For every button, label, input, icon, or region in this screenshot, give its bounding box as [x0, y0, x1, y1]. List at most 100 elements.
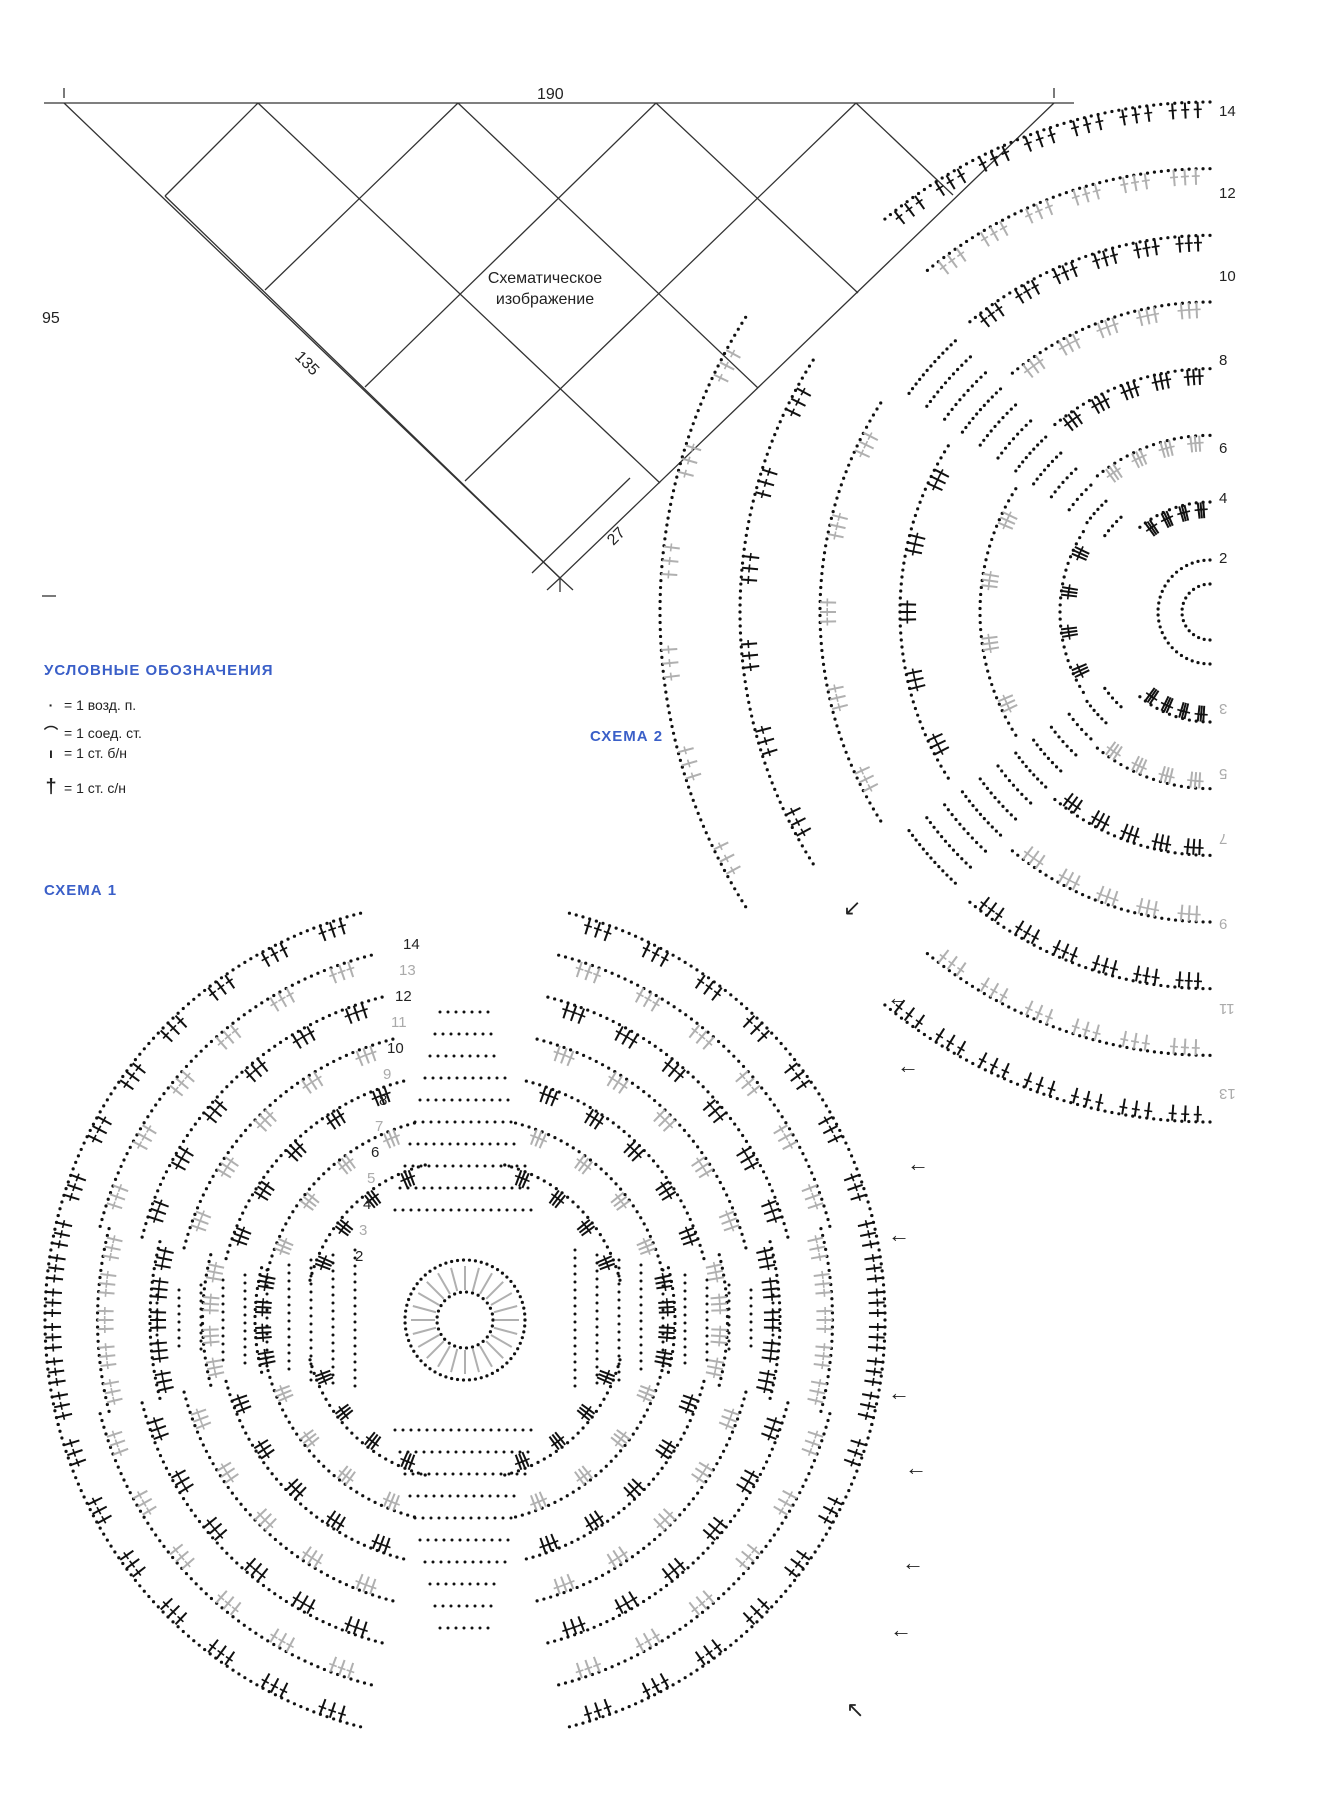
chain-stitch	[312, 1454, 316, 1458]
chain-stitch	[873, 1409, 877, 1413]
chain-stitch	[471, 1560, 475, 1564]
chain-stitch	[671, 1293, 676, 1298]
chain-stitch	[502, 1450, 506, 1454]
stitch-bar	[642, 946, 651, 952]
chain-stitch	[331, 1325, 335, 1329]
chain-stitch	[691, 1412, 695, 1416]
chain-stitch	[344, 1583, 349, 1587]
chain-stitch	[287, 1295, 291, 1299]
chain-stitch	[349, 1150, 353, 1154]
stitch-bar	[787, 1491, 794, 1499]
stitch-bar	[770, 1424, 775, 1433]
chain-stitch	[605, 1620, 609, 1624]
chain-stitch	[138, 1052, 142, 1056]
chain-stitch	[1119, 313, 1124, 317]
double-crochet-stitch	[566, 1050, 575, 1067]
chain-stitch	[113, 1550, 117, 1554]
stitch-bar	[644, 996, 652, 1002]
stitch-bar	[1071, 195, 1080, 200]
chain-stitch	[760, 1086, 764, 1090]
chain-stitch	[244, 1205, 248, 1209]
double-crochet-stitch	[253, 1190, 269, 1201]
chain-stitch	[588, 1580, 592, 1584]
chain-stitch	[675, 475, 679, 479]
chain-stitch	[976, 232, 980, 236]
stitch-bar	[1052, 273, 1061, 279]
stitch-bar	[769, 1354, 772, 1363]
chain-stitch	[138, 1509, 143, 1513]
chain-stitch	[1208, 500, 1212, 504]
chain-stitch	[198, 1199, 202, 1204]
chain-stitch	[266, 1170, 270, 1174]
chain-stitch	[239, 1134, 243, 1138]
chain-stitch	[199, 1299, 203, 1303]
chain-stitch	[331, 1349, 335, 1353]
chain-stitch	[523, 1324, 527, 1328]
chain-stitch	[116, 1171, 120, 1175]
chain-stitch	[582, 1102, 586, 1106]
chain-stitch	[705, 1334, 709, 1338]
chain-stitch	[939, 385, 944, 389]
chain-stitch	[716, 856, 720, 860]
chain-stitch	[1173, 235, 1177, 239]
chain-stitch	[819, 634, 823, 639]
chain-stitch	[278, 1040, 283, 1044]
chain-stitch	[623, 1026, 628, 1030]
stitch-bar	[228, 1157, 234, 1165]
chain-stitch	[733, 887, 737, 891]
chain-stitch	[189, 1059, 193, 1063]
chain-stitch	[660, 1639, 664, 1643]
chain-stitch	[190, 1417, 195, 1421]
chain-stitch	[928, 183, 932, 188]
stitch-bar	[1069, 266, 1078, 271]
chain-stitch	[747, 700, 751, 704]
chain-stitch	[567, 1725, 572, 1729]
chain-stitch	[563, 1543, 568, 1547]
chain-stitch	[1179, 436, 1183, 440]
double-crochet-stitch	[1179, 303, 1184, 320]
chain-stitch	[678, 758, 683, 763]
stitch-bar	[668, 556, 671, 565]
chain-stitch	[249, 1679, 253, 1683]
double-crochet-stitch	[978, 313, 991, 328]
legend-item-single-crochet: ı= 1 ст. б/н	[44, 745, 127, 761]
chain-stitch	[678, 1123, 682, 1127]
ring-stitch	[450, 1348, 459, 1373]
chain-stitch	[778, 1328, 782, 1332]
double-crochet-stitch	[1183, 703, 1190, 720]
chain-stitch	[542, 1597, 546, 1601]
stitch-bar	[225, 1655, 234, 1662]
chain-stitch	[960, 790, 965, 794]
chain-stitch	[820, 1197, 824, 1201]
chain-stitch	[997, 800, 1001, 804]
chain-stitch	[403, 1164, 407, 1168]
stitch-bar	[767, 1199, 772, 1208]
chain-stitch	[122, 1158, 126, 1162]
chain-stitch	[617, 1511, 621, 1515]
stitch-bar	[1133, 972, 1142, 976]
double-crochet-stitch	[330, 1513, 342, 1528]
chain-stitch	[658, 606, 662, 611]
chain-stitch	[412, 1121, 417, 1125]
chain-stitch	[671, 1349, 675, 1354]
chain-stitch	[627, 1134, 631, 1138]
stitch-bar	[713, 1643, 722, 1650]
chain-stitch	[299, 1134, 303, 1138]
double-crochet-stitch	[743, 555, 760, 559]
stitch-bar	[1151, 908, 1160, 912]
stitch-bar	[1144, 1109, 1153, 1113]
height-label: 95	[42, 310, 60, 327]
chain-stitch	[425, 1428, 429, 1432]
double-crochet-stitch	[865, 1266, 882, 1271]
chain-stitch	[970, 836, 974, 840]
chain-stitch	[713, 850, 717, 854]
chain-stitch	[104, 1204, 108, 1208]
chain-stitch	[575, 1050, 579, 1055]
chain-stitch	[741, 1502, 745, 1507]
stitch-bar	[660, 1678, 669, 1684]
stitch-bar	[857, 1192, 861, 1202]
stitch-bar	[698, 1033, 706, 1040]
chain-stitch	[989, 791, 993, 795]
chain-stitch	[617, 1346, 621, 1350]
chain-stitch	[800, 376, 804, 380]
